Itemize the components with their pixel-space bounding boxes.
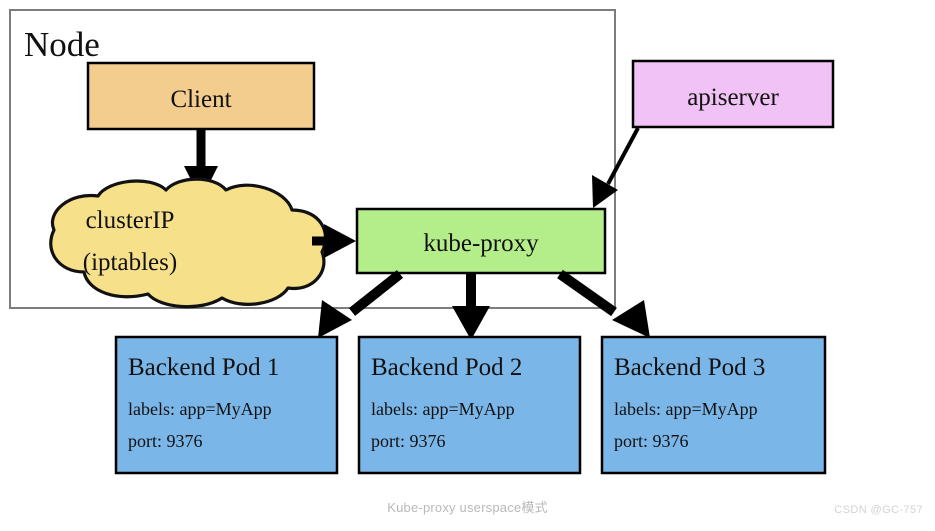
- backend-pod-2-title: Backend Pod 2: [371, 354, 522, 381]
- edge-clusterip-to-kubeproxy: [312, 224, 356, 258]
- backend-pod-2-port: port: 9376: [371, 431, 446, 451]
- arrowhead-clusterip-to-kubeproxy: [324, 224, 356, 258]
- edge-kubeproxy-to-pod-1: [318, 270, 404, 338]
- apiserver-label: apiserver: [687, 84, 779, 111]
- edge-kubeproxy-to-pod-3: [557, 269, 650, 338]
- backend-pod-3-box[interactable]: [600, 335, 827, 475]
- clusterip-label-line1: clusterIP: [86, 207, 175, 234]
- backend-pod-3-port: port: 9376: [614, 431, 689, 451]
- backend-pod-2-box[interactable]: [357, 335, 582, 475]
- backend-pod-2[interactable]: Backend Pod 2 labels: app=MyApp port: 93…: [357, 335, 582, 475]
- arrowhead-apiserver-to-kubeproxy: [592, 175, 618, 208]
- backend-pod-3-labels: labels: app=MyApp: [614, 399, 758, 419]
- arrowhead-kubeproxy-to-pod-2: [452, 306, 490, 340]
- edge-apiserver-to-kubeproxy: [592, 127, 640, 208]
- apiserver-box[interactable]: [631, 59, 835, 129]
- backend-pod-1-title: Backend Pod 1: [128, 354, 279, 381]
- arrowhead-kubeproxy-to-pod-3: [612, 300, 650, 338]
- backend-pod-3-title: Backend Pod 3: [614, 354, 765, 381]
- node-title: Node: [24, 25, 100, 64]
- clusterip-cloud[interactable]: clusterIP (iptables): [49, 177, 328, 309]
- diagram-caption: Kube-proxy userspace模式: [387, 500, 548, 515]
- client-box[interactable]: [86, 61, 316, 131]
- kube-proxy-label: kube-proxy: [423, 230, 539, 257]
- backend-pod-1-labels: labels: app=MyApp: [128, 399, 272, 419]
- edge-kubeproxy-to-pod-2: [452, 274, 490, 340]
- backend-pod-3[interactable]: Backend Pod 3 labels: app=MyApp port: 93…: [600, 335, 827, 475]
- kube-proxy-box[interactable]: [355, 207, 607, 275]
- backend-pod-1[interactable]: Backend Pod 1 labels: app=MyApp port: 93…: [114, 335, 339, 475]
- watermark: CSDN @GC-757: [834, 504, 923, 516]
- backend-pod-1-box[interactable]: [114, 335, 339, 475]
- arrowhead-kubeproxy-to-pod-1: [318, 300, 352, 338]
- client-label: Client: [170, 86, 231, 113]
- clusterip-label-line2: (iptables): [83, 249, 177, 276]
- backend-pod-1-port: port: 9376: [128, 431, 203, 451]
- backend-pod-2-labels: labels: app=MyApp: [371, 399, 515, 419]
